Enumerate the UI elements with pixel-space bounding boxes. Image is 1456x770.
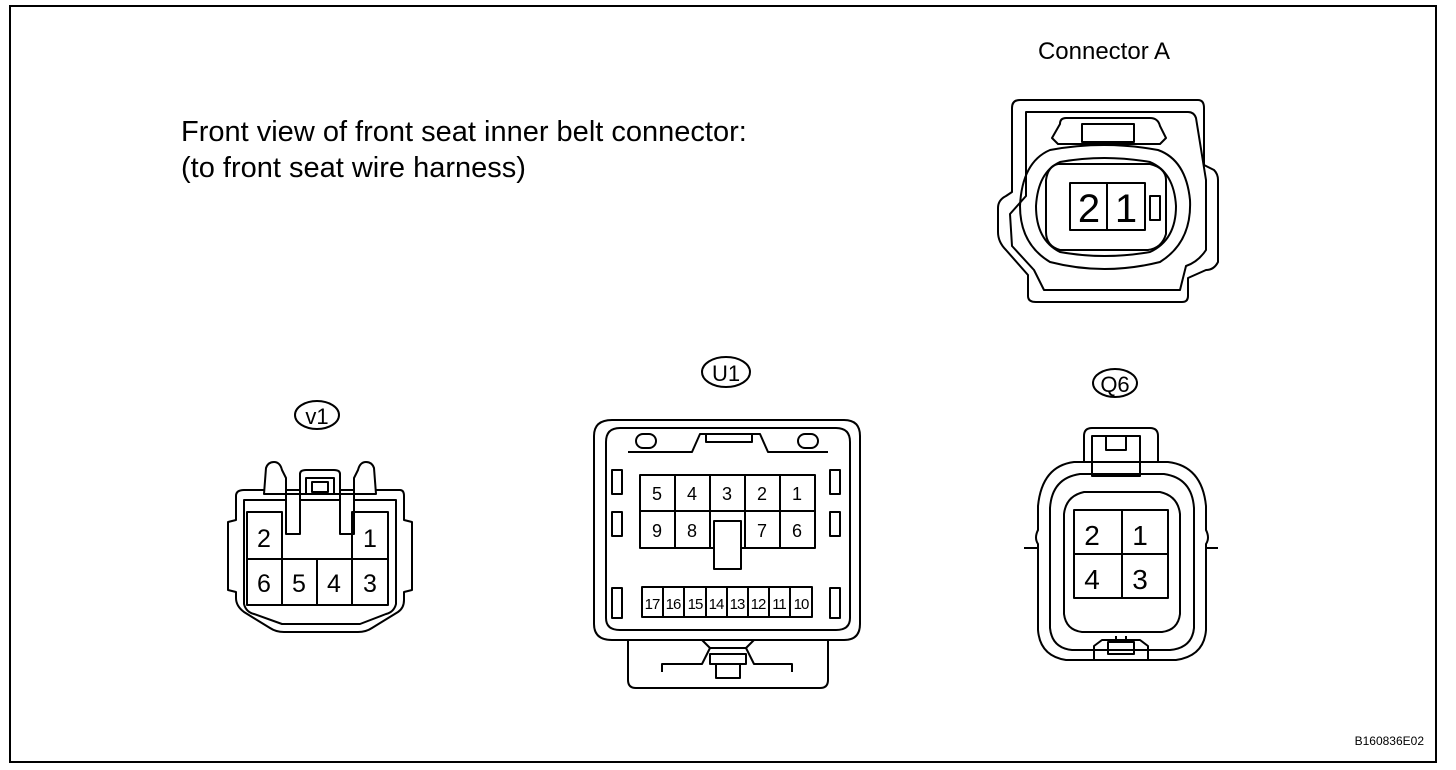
connector-v1-housing bbox=[227, 489, 413, 633]
connector-u1-pin-label: 6 bbox=[792, 521, 802, 541]
connector-u1-pin-label: 3 bbox=[722, 484, 732, 504]
connector-u1-pin-label: 5 bbox=[652, 484, 662, 504]
connector-u1-slot bbox=[635, 433, 657, 449]
connector-v1-latch-tab bbox=[311, 481, 329, 493]
connector-u1-pin-label: 11 bbox=[772, 596, 786, 613]
connector-q6-top-tab-inner bbox=[1091, 435, 1141, 477]
connector-u1-pin-label: 1 bbox=[792, 484, 802, 504]
connector-u1-key bbox=[611, 469, 623, 495]
connector-v1-code: v1 bbox=[305, 404, 328, 429]
connector-a-inner-outline bbox=[1009, 111, 1207, 291]
connector-u1-latch-tab bbox=[715, 663, 741, 679]
connector-u1-pin-label: 2 bbox=[757, 484, 767, 504]
connector-a-pin-box bbox=[1106, 182, 1146, 231]
connector-q6-bottom-tab bbox=[1093, 639, 1149, 660]
connector-q6-pin-box bbox=[1121, 553, 1169, 599]
connector-a: Connector A 2 1 bbox=[997, 38, 1219, 303]
connector-u1-pin-label: 16 bbox=[666, 596, 681, 613]
connector-q6-bottom-tab-slot bbox=[1107, 641, 1135, 655]
connector-u1-center-key bbox=[713, 520, 742, 570]
connector-a-cavity-inner bbox=[1045, 163, 1167, 251]
connector-u1-key bbox=[829, 587, 841, 619]
connector-a-pin-label: 1 bbox=[1115, 187, 1137, 231]
connector-u1-latch-tab bbox=[709, 653, 747, 665]
connector-v1-inner-outline bbox=[243, 499, 397, 625]
connector-q6-pin-label: 2 bbox=[1084, 520, 1100, 551]
connector-v1-latch-tab bbox=[305, 477, 335, 495]
connector-u1-pin-label: 14 bbox=[709, 596, 724, 613]
connector-u1-slot bbox=[797, 433, 819, 449]
connector-q6-top-tab bbox=[1083, 427, 1159, 462]
connector-a-housing bbox=[997, 99, 1219, 303]
connector-v1: v1 2 1 6 5 4 3 bbox=[227, 400, 413, 633]
connector-u1-code-badge bbox=[701, 356, 751, 388]
diagram-title: Front view of front seat inner belt conn… bbox=[181, 116, 747, 148]
connector-v1-pin-label: 3 bbox=[363, 570, 377, 598]
connector-a-pin-label: 2 bbox=[1078, 187, 1100, 231]
connector-v1-pin-label: 4 bbox=[327, 570, 341, 598]
connector-v1-pin-box bbox=[351, 558, 389, 606]
connector-u1-pin-label: 8 bbox=[687, 521, 697, 541]
connector-u1-latch-detail bbox=[701, 639, 711, 649]
connector-a-key bbox=[1149, 195, 1161, 221]
connector-q6-pin-label: 4 bbox=[1084, 564, 1100, 595]
connector-v1-code-badge bbox=[294, 400, 340, 430]
connector-q6-code-badge bbox=[1092, 368, 1138, 398]
connector-u1-latch bbox=[627, 640, 829, 689]
connector-u1-inner-outline bbox=[605, 427, 851, 631]
connector-u1-guide-tab bbox=[705, 433, 753, 443]
figure-frame bbox=[9, 5, 1437, 763]
connector-v1-pin-label: 5 bbox=[292, 570, 306, 598]
connector-u1-key bbox=[829, 511, 841, 537]
connector-q6-top-tab-slot bbox=[1105, 435, 1127, 451]
connector-q6: Q6 2 1 4 3 bbox=[1024, 368, 1218, 661]
connector-u1-pin-label: 12 bbox=[751, 596, 766, 613]
connector-u1-pin-label: 9 bbox=[652, 521, 662, 541]
connector-a-cavity bbox=[1035, 157, 1177, 257]
connector-u1-pin-label: 15 bbox=[688, 596, 703, 613]
connector-u1-pin-label: 4 bbox=[687, 484, 697, 504]
connector-v1-latch bbox=[263, 461, 377, 535]
connector-v1-pin-label: 2 bbox=[257, 525, 271, 553]
figure-code: B160836E02 bbox=[1355, 734, 1425, 748]
connector-a-round-body bbox=[1019, 144, 1192, 270]
connector-q6-inner-outline bbox=[1049, 473, 1195, 651]
diagram-subtitle: (to front seat wire harness) bbox=[181, 152, 526, 184]
connector-u1-key bbox=[611, 511, 623, 537]
connector-v1-pin-label: 6 bbox=[257, 570, 271, 598]
connector-a-latch bbox=[1051, 117, 1167, 145]
connector-u1-housing bbox=[593, 419, 861, 641]
connector-q6-pin-label: 3 bbox=[1132, 564, 1148, 595]
connector-u1-pin-label: 13 bbox=[730, 596, 745, 613]
connector-u1: U1 5 4 3 2 1 9 8 7 6 bbox=[593, 356, 861, 689]
connector-u1-pin-label: 7 bbox=[757, 521, 767, 541]
connector-q6-cavity bbox=[1063, 491, 1181, 633]
connector-q6-housing bbox=[1035, 461, 1209, 661]
connector-u1-key bbox=[611, 587, 623, 619]
connector-a-label: Connector A bbox=[1038, 38, 1170, 65]
connector-u1-pin-label: 17 bbox=[645, 596, 660, 613]
connector-a-latch-tab bbox=[1081, 123, 1135, 143]
connector-q6-pin-label: 1 bbox=[1132, 520, 1148, 551]
connector-u1-key bbox=[829, 469, 841, 495]
connector-u1-latch-detail bbox=[745, 639, 755, 649]
connector-u1-pin-label: 10 bbox=[794, 596, 809, 613]
connector-u1-code: U1 bbox=[712, 361, 740, 386]
connector-v1-pin-label: 1 bbox=[363, 525, 377, 553]
connector-u1-latch-detail bbox=[661, 647, 793, 672]
connector-q6-code: Q6 bbox=[1100, 372, 1129, 397]
